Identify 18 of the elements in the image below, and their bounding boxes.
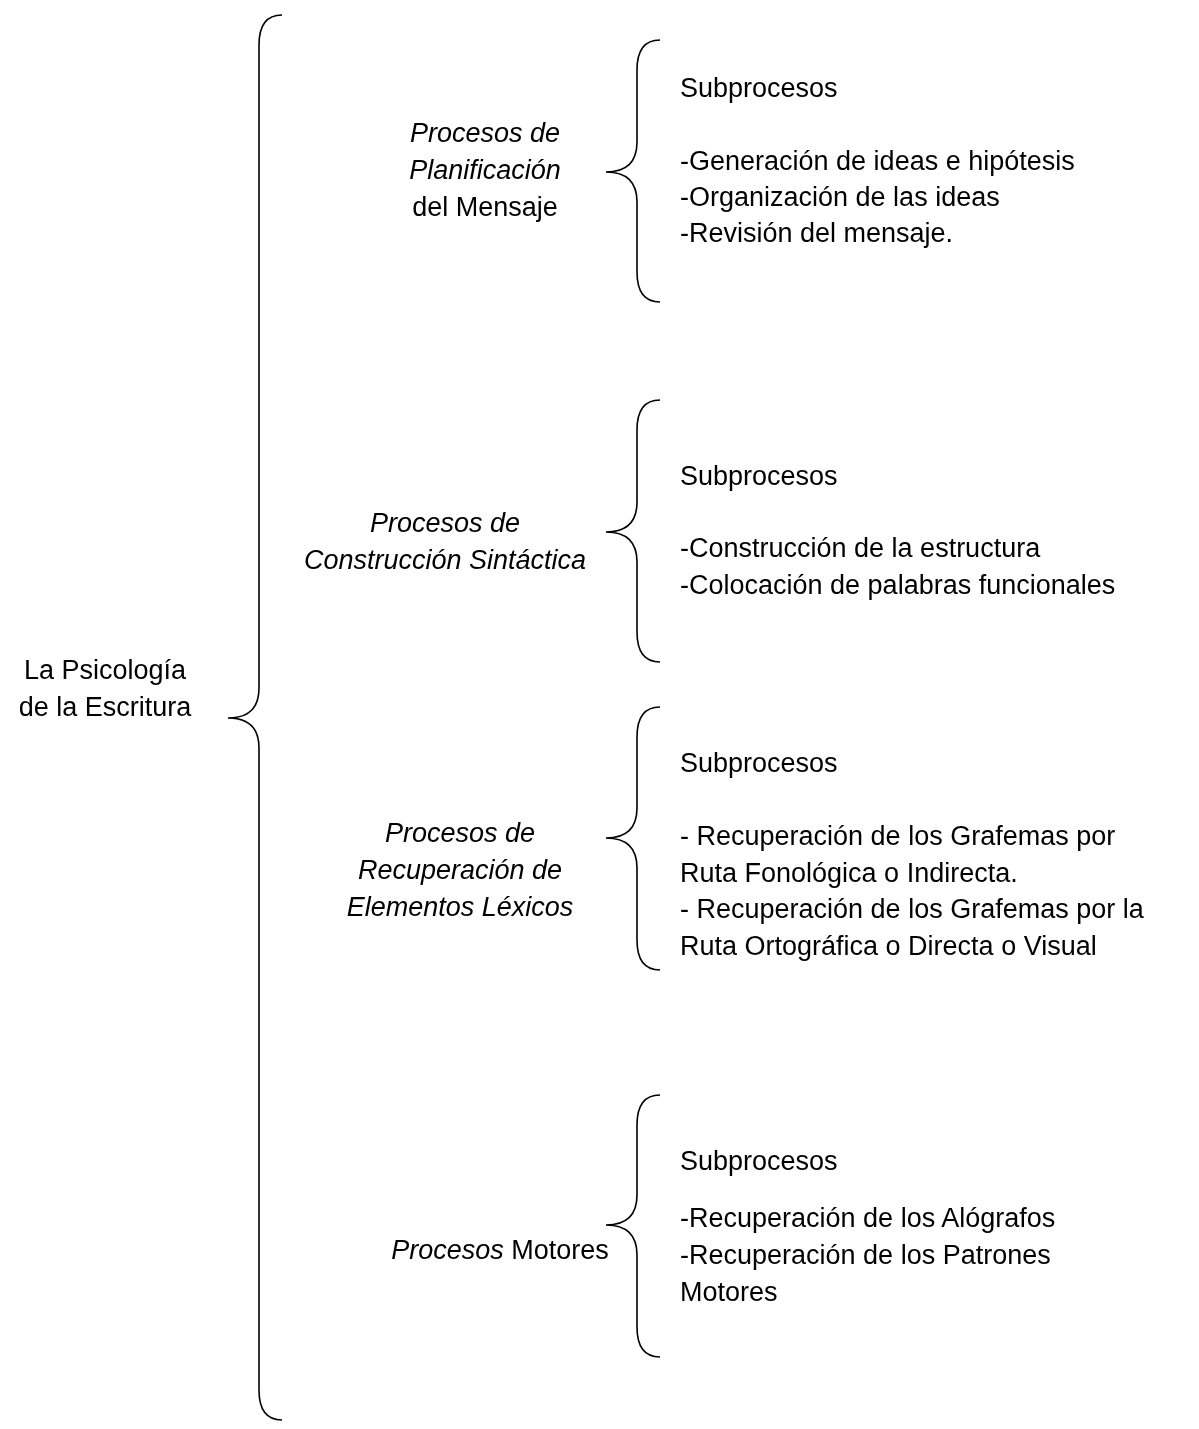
subprocess-item: - Recuperación de los Grafemas por Ruta Fonológica o Indirecta.: [680, 820, 1117, 890]
subprocess-heading: Subprocesos: [680, 1145, 838, 1178]
subprocess-item: -Colocación de palabras funcionales: [680, 569, 1116, 602]
subprocess-item: -Recuperación de los Alógrafos: [680, 1202, 1056, 1235]
process-label: Procesos Motores: [390, 1234, 610, 1267]
topic-label: La Psicología de la Escritura: [17, 654, 193, 724]
process-label: Procesos de Construcción Sintáctica: [302, 507, 588, 577]
subprocess-item: -Revisión del mensaje.: [680, 217, 954, 250]
process-label: Procesos de Planificación del Mensaje: [408, 117, 562, 224]
subprocess-item: -Recuperación de los Patrones Motores: [680, 1239, 1052, 1309]
subprocess-heading: Subprocesos: [680, 460, 838, 493]
subprocess-heading: Subprocesos: [680, 747, 838, 780]
process-label: Procesos de Recuperación de Elementos Léxicos: [345, 817, 575, 924]
subprocess-heading: Subprocesos: [680, 72, 838, 105]
subprocess-item: -Construcción de la estructura: [680, 532, 1041, 565]
subprocess-item: - Recuperación de los Grafemas por la Ruta Ortográfica o Directa o Visual: [680, 893, 1145, 963]
subprocess-item: -Generación de ideas e hipótesis: [680, 145, 1075, 178]
subprocess-item: -Organización de las ideas: [680, 181, 1000, 214]
